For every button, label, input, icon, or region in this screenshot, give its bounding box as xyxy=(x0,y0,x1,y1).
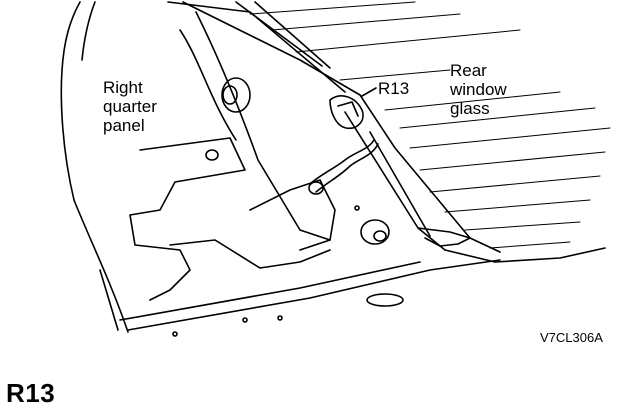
figure-code: V7CL306A xyxy=(540,330,603,345)
connector-location-diagram xyxy=(60,1,611,337)
inner-panel-recess xyxy=(129,11,336,301)
quarter-panel xyxy=(60,1,501,333)
glass-hatching xyxy=(249,1,611,249)
connector-r13-label: R13 xyxy=(378,79,410,98)
r13-harness xyxy=(308,87,379,195)
connector-heading: R13 xyxy=(6,378,56,408)
rear-window-glass-label: Rear window glass xyxy=(450,61,507,118)
right-quarter-panel-label: Right quarter panel xyxy=(103,78,157,135)
holes xyxy=(172,77,404,337)
rear-pillar xyxy=(167,1,606,263)
